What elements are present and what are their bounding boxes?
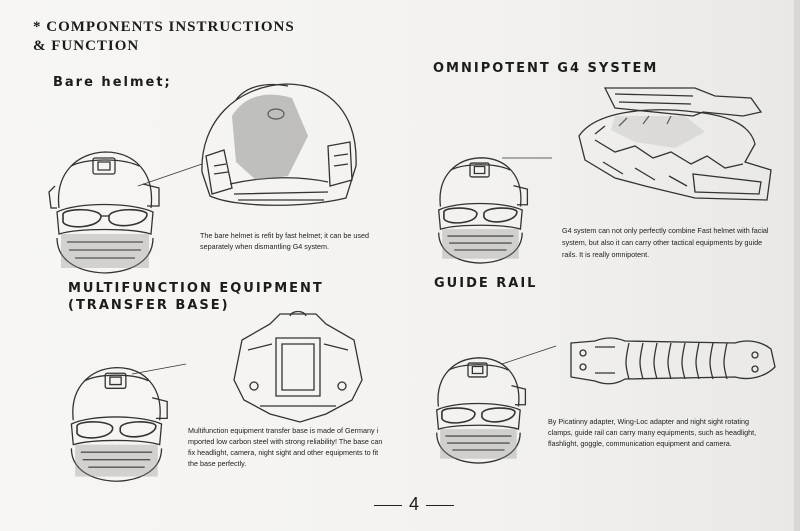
multifunction-equipment-title-line2: (TRANSFER BASE) — [68, 298, 230, 313]
guide-rail-text-line3: flashlight, goggle, communication equipm… — [548, 439, 732, 448]
leader-line-4 — [500, 340, 560, 370]
leader-line-3 — [130, 360, 190, 380]
bare-helmet-title: Bare helmet; — [53, 75, 172, 90]
guide-rail-title: GUIDE RAIL — [434, 276, 538, 291]
guide-rail-text-line2: clamps, guide rail can carry many equipm… — [548, 428, 757, 437]
page-number: 4 — [374, 494, 454, 516]
page-edge — [794, 0, 800, 531]
g4-system-illustration — [575, 82, 775, 204]
helmet-face-illustration-4 — [428, 350, 528, 470]
guide-rail-illustration — [565, 333, 780, 393]
page-number-value: 4 — [408, 494, 419, 514]
g4-system-title: OMNIPOTENT G4 SYSTEM — [433, 61, 659, 76]
page-number-rule-left — [374, 505, 402, 506]
page-heading-line1: * COMPONENTS INSTRUCTIONS — [33, 19, 295, 35]
bare-helmet-text-line2: separately when dismantling G4 system. — [200, 242, 330, 251]
multifunction-text-line3: fix headlight, camera, night sight and o… — [188, 448, 379, 457]
helmet-face-illustration-2 — [430, 150, 530, 270]
transfer-base-illustration — [230, 310, 366, 430]
helmet-face-illustration-1 — [47, 148, 162, 276]
g4-system-text-line3: rails. It is really omnipotent. — [562, 250, 650, 259]
g4-system-text-line1: G4 system can not only perfectly combine… — [562, 226, 769, 235]
helmet-face-illustration-3 — [62, 363, 170, 485]
leader-line-2 — [500, 150, 560, 170]
g4-system-text-line2: system, but also it can carry other tact… — [562, 238, 763, 247]
guide-rail-text-line1: By Picatinny adapter, Wing-Loc adapter a… — [548, 417, 749, 426]
bare-helmet-text-line1: The bare helmet is refit by fast helmet;… — [200, 231, 369, 240]
page-heading-line2: & FUNCTION — [33, 38, 140, 54]
leader-line-1 — [136, 160, 206, 190]
multifunction-text-line4: the base perfectly. — [188, 459, 247, 468]
multifunction-equipment-title-line1: MULTIFUNCTION EQUIPMENT — [68, 281, 324, 296]
multifunction-text-line2: mported low carbon steel with strong rel… — [188, 437, 383, 446]
page-number-rule-right — [426, 505, 454, 506]
bare-helmet-illustration — [196, 76, 362, 216]
multifunction-text-line1: Multifunction equipment transfer base is… — [188, 426, 379, 435]
